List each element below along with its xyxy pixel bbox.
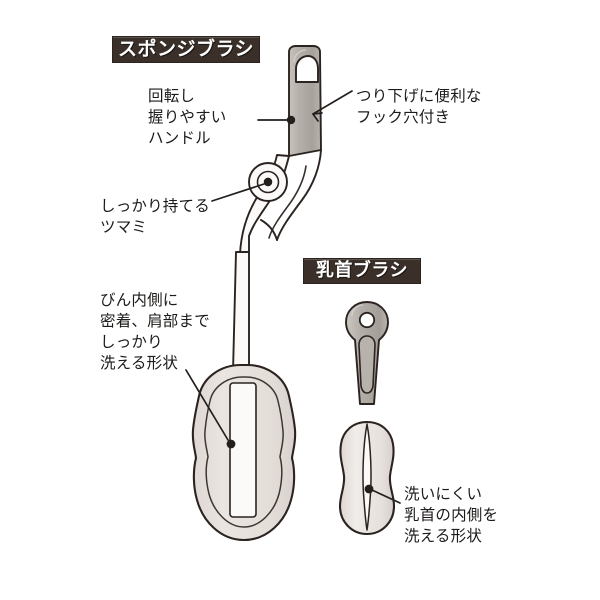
callout-bottle-inside: びん内側に 密着、肩部まで しっかり 洗える形状 — [100, 291, 210, 373]
sponge-head-slot — [229, 382, 257, 518]
callout-nipple-inside: 洗いにくい 乳首の内側を 洗える形状 — [404, 485, 499, 546]
hook-hole-icon — [358, 311, 376, 329]
leader-hook — [312, 90, 353, 122]
leader-lines — [185, 90, 401, 504]
nipple-head-slit — [362, 423, 372, 531]
leader-knob — [211, 177, 273, 202]
leader-bottle — [185, 369, 236, 449]
callout-knob: しっかり持てる ツマミ — [100, 197, 210, 237]
nipple-head — [338, 420, 396, 536]
section-label-nipple-brush-text: 乳首ブラシ — [315, 260, 409, 281]
section-label-sponge-brush-text: スポンジブラシ — [117, 38, 255, 60]
hook-hole-icon — [295, 55, 319, 83]
callout-handle: 回転し 握りやすい ハンドル — [148, 87, 227, 148]
leader-handle — [257, 115, 296, 125]
section-label-sponge-brush: スポンジブラシ — [112, 36, 260, 63]
section-label-nipple-brush: 乳首ブラシ — [303, 258, 421, 284]
nipple-brush — [338, 301, 396, 536]
sponge-handle — [288, 45, 322, 157]
handle-slot — [358, 335, 376, 394]
sponge-stem — [232, 251, 250, 373]
sponge-neck — [239, 149, 322, 255]
nipple-handle — [345, 301, 389, 405]
sponge-head — [191, 363, 297, 542]
callout-hook-hole: つり下げに便利な フック穴付き — [356, 87, 482, 127]
leader-nipple — [364, 484, 401, 504]
